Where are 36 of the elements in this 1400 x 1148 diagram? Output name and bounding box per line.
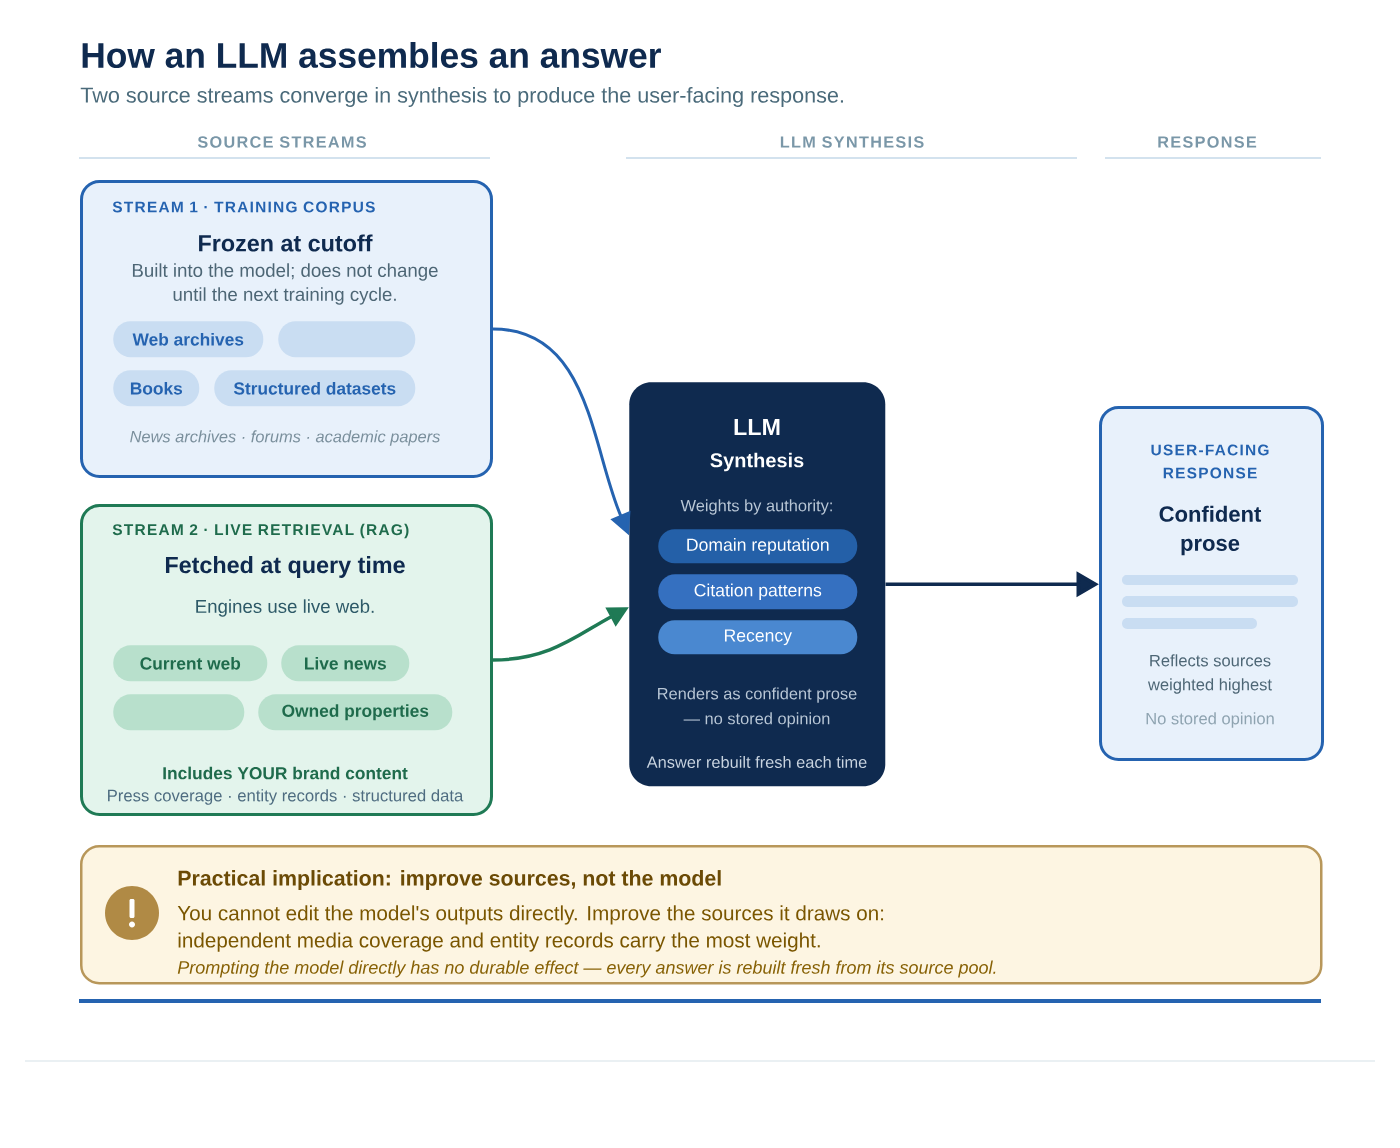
source-chip: Structured datasets [214,370,416,407]
factor-chip: Citation patterns [658,574,858,610]
panel-note: Renders as confident prose — no stored opinion [658,687,857,728]
source-note: Press coverage · entity records · structured data [108,789,464,805]
panel-footer: Answer rebuilt fresh each time [646,756,867,769]
factor-chip: Domain reputation [658,529,858,564]
panel-caption: Weights by authority: [680,499,832,515]
column-heading: SOURCE STREAMS [197,136,366,148]
card-label: STREAM 2 · LIVE RETRIEVAL (RAG) [112,523,409,539]
panel-subtitle: Synthesis [710,452,804,472]
callout-text: You cannot edit the model's outputs directly. Improve the sources it draws on: independent media coverage and entity records carry the most weight. [177,905,884,952]
title: How an LLM assembles an answer [82,42,661,68]
card-highlight: Includes YOUR brand content [163,766,408,780]
blank-chip [278,321,416,358]
card-label: STREAM 1 · TRAINING CORPUS [112,201,375,213]
card-heading: Confident prose [1159,505,1262,556]
source-chip: Live news [281,645,410,682]
blank-chip [113,694,245,731]
card-note: No stored opinion [1146,712,1274,728]
source-chip: Current web [113,645,268,682]
source-note: News archives · forums · academic papers [130,430,440,446]
card-description: Engines use live web. [196,599,374,617]
card-description: Built into the model; does not change until the next training cycle. [132,263,438,305]
subtitle: Two source streams converge in synthesis to produce the user-facing response. [80,86,843,108]
source-chip: Owned properties [258,694,453,731]
card-heading: Fetched at query time [166,556,405,578]
column-heading: LLM SYNTHESIS [780,136,924,148]
panel-title: LLM [734,418,780,435]
card-heading: Frozen at cutoff [199,234,373,252]
card-description: Reflects sources weighted highest [1147,654,1272,694]
factor-chip: Recency [658,620,858,655]
callout-note: Prompting the model directly has no durable effect — every answer is rebuilt fresh from its source pool. [177,960,996,978]
source-chip: Web archives [113,321,264,358]
card-label: USER-FACING RESPONSE [1151,444,1269,479]
column-heading: RESPONSE [1158,136,1257,148]
callout-heading: Practical implication: improve sources, not the model [178,870,721,890]
